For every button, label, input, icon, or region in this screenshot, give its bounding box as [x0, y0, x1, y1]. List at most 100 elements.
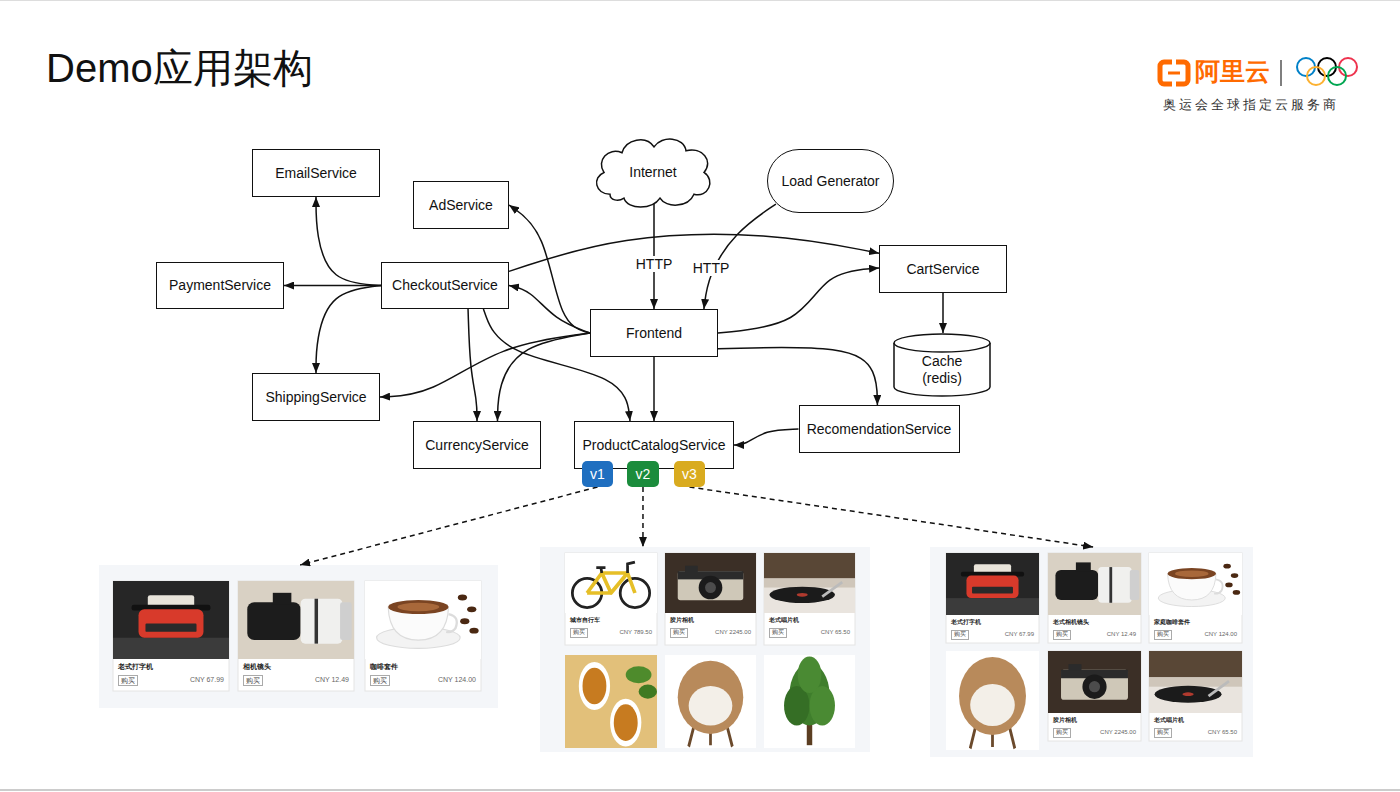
connector-arrow [509, 205, 590, 333]
connector-arrow [316, 197, 381, 286]
olympic-rings [1297, 58, 1357, 85]
service-box: CurrencyService [413, 421, 541, 469]
product-card: 老式唱片机购买 CNY 65.50 [764, 553, 855, 645]
connector-arrow [316, 286, 381, 374]
screenshot-panel: 老式打字机购买CNY 67.99老式相机镜头购买CNY 12.49家庭咖啡套件购… [930, 547, 1253, 757]
connector-arrow [718, 347, 877, 405]
node-label: CartService [906, 261, 979, 278]
connector-arrow [380, 333, 590, 397]
service-box: EmailService [252, 149, 380, 197]
product-name: 胶片相机 [670, 617, 694, 624]
version-badge: v1 [582, 461, 613, 487]
connector-arrow [718, 268, 879, 333]
product-name: 咖啡套件 [370, 663, 398, 671]
product-card: 老式唱片机购买 CNY 65.50 [1149, 651, 1242, 741]
node-label: v3 [682, 466, 697, 483]
connector-arrow [509, 286, 590, 334]
service-box: PaymentService [156, 262, 284, 309]
buy-button: 购买 [570, 628, 588, 638]
product-price: CNY 12.49 [315, 675, 349, 685]
buy-button: 购买 [951, 630, 969, 640]
dashed-arrow [300, 487, 597, 565]
connector-arrow [704, 204, 776, 309]
node-label: Load Generator [781, 173, 879, 190]
product-name: 老式打字机 [951, 619, 981, 626]
screenshot-panel: 城市自行车购买CNY 789.50胶片相机购买CNY 2245.00老式唱片机购… [540, 547, 870, 752]
product-price: CNY 65.50 [821, 628, 850, 636]
product-price: CNY 2245.00 [715, 628, 751, 636]
logo-text: 奥运会全球指定云服务商 [1163, 97, 1339, 113]
screenshot-panel: 老式打字机购买CNY 67.99相机镜头购买CNY 12.49咖啡套件购买CNY… [99, 565, 498, 708]
node-label: ShippingService [265, 389, 366, 406]
service-box: Frontend [590, 309, 718, 357]
node-label: Frontend [626, 325, 682, 342]
node-label: v1 [590, 466, 605, 483]
node-label: Cache (redis) [911, 353, 973, 387]
version-badge: v2 [627, 461, 659, 487]
product-name: 相机镜头 [243, 663, 271, 671]
product-card: 咖啡套件购买 CNY 124.00 [365, 581, 481, 691]
logo-divider [1280, 60, 1282, 86]
product-price: CNY 124.00 [1204, 630, 1237, 638]
service-box: CheckoutService [381, 262, 509, 309]
connector-arrow [497, 333, 590, 421]
dashed-arrow [642, 487, 644, 547]
page-title: Demo应用架构 [46, 46, 313, 90]
service-box: CartService [879, 245, 1007, 293]
service-box: ShippingService [252, 373, 380, 421]
product-card: 胶片相机购买CNY 2245.00 [1048, 651, 1141, 741]
version-badge: v3 [674, 461, 705, 487]
node-label: CurrencyService [425, 437, 528, 454]
product-card: 老式打字机购买CNY 67.99 [113, 581, 229, 691]
connector-arrow [653, 357, 655, 421]
connector-arrow [942, 293, 944, 333]
frame-line [0, 789, 1400, 791]
product-name: 老式唱片机 [1154, 717, 1184, 724]
product-photos [113, 553, 1242, 750]
product-name: 家庭咖啡套件 [1154, 619, 1190, 626]
product-price: CNY 12.49 [1107, 630, 1136, 638]
buy-button: 购买 [118, 675, 138, 686]
service-box: RecomendationService [799, 405, 960, 453]
aliyun-logo [1160, 62, 1188, 84]
internet-cloud: Internet [590, 133, 716, 210]
product-card: 胶片相机购买 CNY 2245.00 [665, 553, 756, 645]
product-price: CNY 65.50 [1208, 728, 1237, 736]
product-card: 家庭咖啡套件购买 CNY 124.00 [1149, 553, 1242, 643]
buy-button: 购买 [370, 675, 390, 686]
buy-button: 购买 [243, 675, 263, 686]
edge-label: HTTP [690, 260, 733, 276]
connector-arrow [284, 285, 381, 287]
node-label: RecomendationService [807, 421, 952, 438]
product-price: CNY 67.99 [190, 675, 224, 685]
node-label: Internet [629, 164, 676, 181]
product-name: 老式唱片机 [769, 617, 799, 624]
client-box: Load Generator [767, 149, 894, 213]
node-label: PaymentService [169, 277, 271, 294]
buy-button: 购买 [769, 628, 787, 638]
product-card: 城市自行车购买CNY 789.50 [565, 553, 657, 645]
buy-button: 购买 [1154, 728, 1172, 738]
product-name: 胶片相机 [1053, 717, 1077, 724]
product-card: 老式打字机购买CNY 67.99 [946, 553, 1039, 643]
edge-label: HTTP [633, 256, 676, 272]
product-card: 老式相机镜头购买 CNY 12.49 [1048, 553, 1141, 643]
buy-button: 购买 [1154, 630, 1172, 640]
cache-cylinder: Cache (redis) [893, 333, 991, 397]
node-label: CheckoutService [392, 277, 498, 294]
product-price: CNY 124.00 [438, 675, 476, 685]
buy-button: 购买 [670, 628, 688, 638]
product-name: 老式相机镜头 [1053, 619, 1089, 626]
product-price: CNY 2245.00 [1100, 728, 1136, 736]
dashed-arrow [690, 487, 1094, 547]
frame-line [0, 0, 1400, 1]
logo-text: 阿里云 [1195, 56, 1270, 86]
connector-arrow [734, 429, 799, 445]
buy-button: 购买 [1053, 630, 1071, 640]
product-price: CNY 789.50 [619, 628, 652, 636]
connector-arrow [468, 309, 477, 421]
node-label: v2 [636, 466, 651, 483]
screenshot-backgrounds [99, 547, 1253, 757]
